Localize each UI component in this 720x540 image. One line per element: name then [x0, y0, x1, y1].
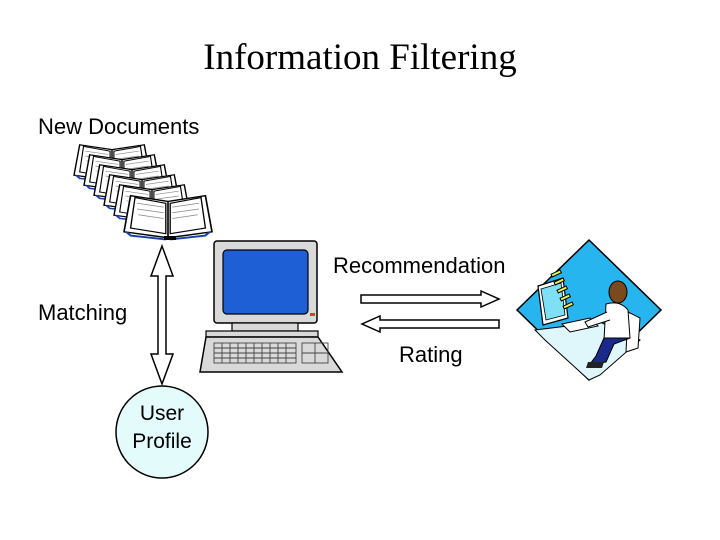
desktop-computer-icon [199, 240, 344, 373]
new-documents-label: New Documents [38, 114, 200, 139]
user-profile-line2: Profile [132, 430, 192, 453]
matching-label: Matching [38, 300, 128, 325]
matching-arrow-icon [149, 243, 175, 387]
document-stack-icon [73, 143, 214, 241]
page-title: Information Filtering [203, 37, 517, 78]
user-profile-label: User Profile [118, 400, 206, 456]
user-profile-line1: User [139, 402, 185, 425]
rating-arrow-icon [360, 314, 500, 334]
user-profile-circle [115, 385, 209, 479]
recommendation-label: Recommendation [333, 253, 506, 278]
rating-label: Rating [399, 342, 463, 367]
recommendation-arrow-icon [360, 289, 501, 309]
person-at-computer-icon [515, 238, 663, 382]
